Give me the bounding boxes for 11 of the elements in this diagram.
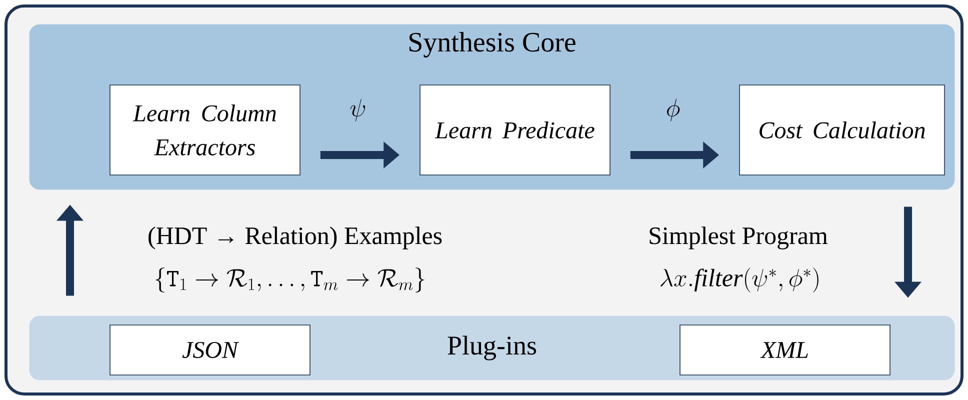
edge-label: $\psi$ [350,98,366,122]
edge-label: (HDT → Relation) Examples [148,226,442,250]
formula-label: $\lambda x.\mathit{filter}(\psi^*, \phi^*)$ [660,268,818,292]
process-box: XML [680,324,890,376]
formula-label: $\{\mathtt{T}_1 \rightarrow \mathcal{R}_1, \ldots, \mathtt{T}_m \rightarrow \mathcal{R}_m\}$ [156,268,424,292]
process-box: JSON [110,324,310,376]
process-box: Cost Calculation [739,84,945,176]
process-box: Learn Predicate [420,84,610,176]
process-box: Learn Column Extractors [110,84,300,176]
edge-label: Simplest Program [650,226,828,250]
edge-label: $\phi$ [666,98,680,122]
